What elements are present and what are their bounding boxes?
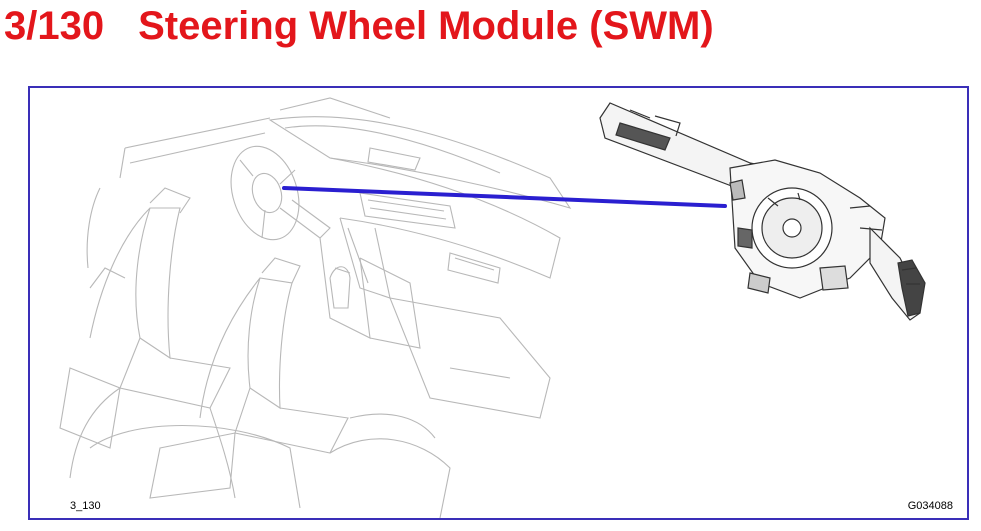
- figure-ref-code: 3_130: [70, 500, 101, 512]
- title-text: Steering Wheel Module (SWM): [138, 4, 714, 48]
- illustration: [59, 97, 926, 518]
- leader-line: [282, 186, 727, 208]
- steering-wheel-module-drawing: [599, 102, 926, 321]
- title-number: 3/130: [4, 4, 105, 48]
- car-interior-drawing: [59, 97, 572, 518]
- illustration-frame: 3_130 G034088: [28, 86, 969, 520]
- page-title: 3/130 Steering Wheel Module (SWM): [4, 0, 714, 52]
- drawing-code: G034088: [907, 500, 953, 512]
